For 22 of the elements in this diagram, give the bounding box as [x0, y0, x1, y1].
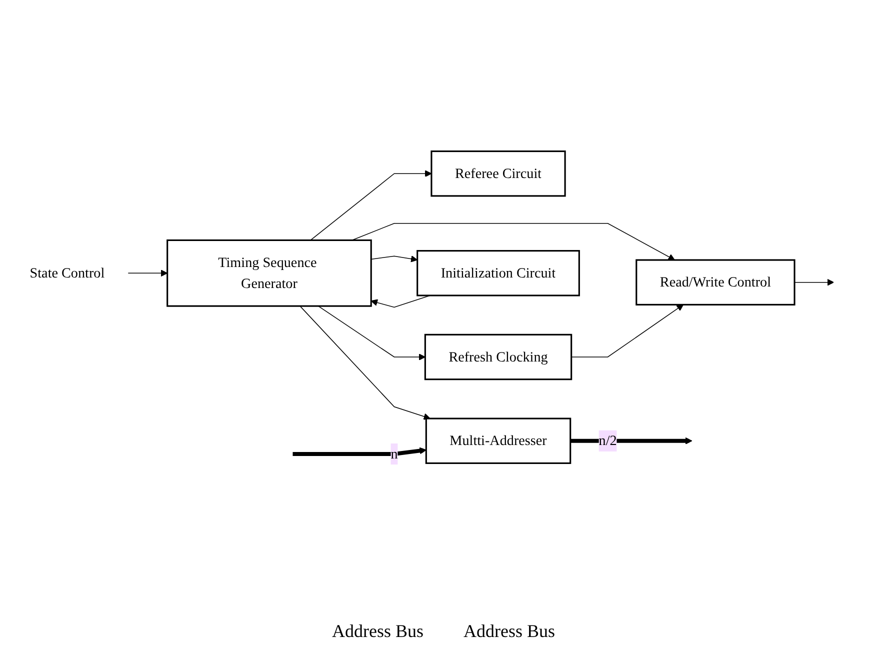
bus-label: Address Bus: [332, 621, 424, 642]
node-box: Multti-Addresser: [425, 418, 572, 464]
arrow: [794, 278, 834, 286]
arrow: [570, 437, 692, 444]
node-box: Read/Write Control: [636, 259, 796, 306]
arrow: [318, 306, 426, 360]
arrow: [352, 222, 675, 260]
arrow: [128, 270, 168, 277]
edge-label: n/2: [598, 432, 617, 448]
node-text: State Control: [30, 264, 105, 281]
arrow: [570, 304, 684, 358]
arrow: [370, 255, 418, 262]
arrow: [310, 170, 432, 241]
arrow: [292, 447, 426, 456]
node-box: Initialization Circuit: [416, 250, 580, 296]
bus-label: Address Bus: [464, 621, 556, 642]
edge-label: n: [390, 446, 398, 462]
arrow: [370, 295, 430, 308]
node-box: Timing Sequence Generator: [166, 239, 372, 307]
node-box: Refresh Clocking: [424, 334, 572, 380]
arrow: [300, 306, 430, 420]
node-box: Referee Circuit: [430, 150, 566, 197]
